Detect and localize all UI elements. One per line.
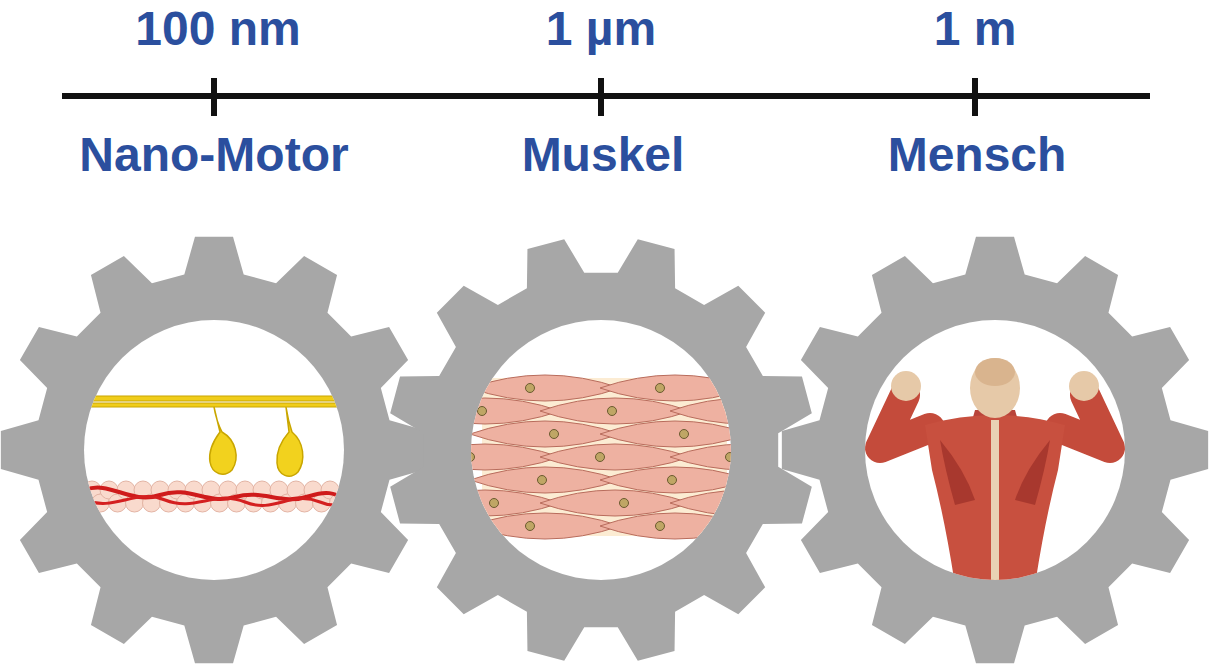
gear-window (84, 320, 344, 580)
human-picture (880, 358, 1110, 585)
scale-value: 1 µm (546, 5, 656, 53)
muscle-tissue-picture (410, 375, 880, 539)
scale-value: 1 m (934, 5, 1017, 53)
gear (340, 189, 862, 665)
nano-motor-picture (80, 396, 350, 512)
scale-axis (62, 78, 1150, 116)
gears (1, 189, 1208, 665)
gear (1, 237, 427, 663)
scale-label: Mensch (888, 131, 1067, 179)
gear (782, 237, 1208, 663)
scale-value: 100 nm (135, 5, 300, 53)
scale-label: Nano-Motor (79, 131, 348, 179)
scale-label: Muskel (522, 131, 685, 179)
